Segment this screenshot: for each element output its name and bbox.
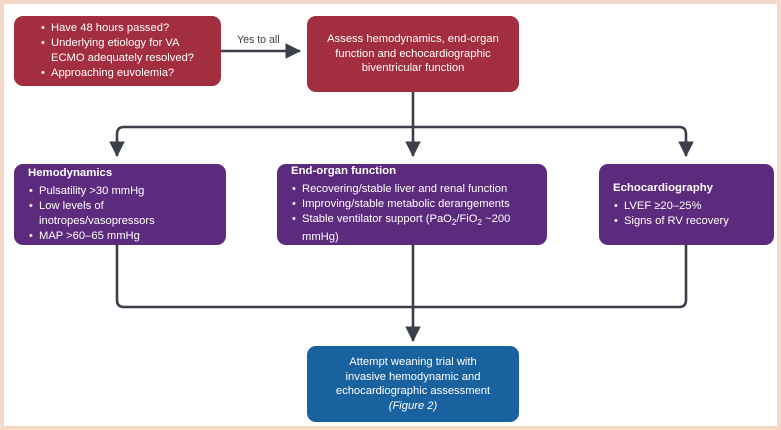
ventilator-suffix: ~200 mmHg) [302,212,511,244]
criteria-bullet-3: Approaching euvolemia? [40,66,211,81]
end-organ-function-bullet-list: Recovering/stable liver and renal functi… [291,182,533,245]
flowchart-canvas: Yes to all Have 48 hours passed? Underly… [4,4,777,426]
hemodynamics-bullet-3: MAP >60–65 mmHg [28,229,212,244]
ventilator-sub-2: 2 [477,218,482,228]
end-organ-bullet-2: Improving/stable metabolic derangements [291,197,533,212]
echocardiography-title: Echocardiography [613,181,714,194]
hemodynamics-bullet-list: Pulsatility >30 mmHg Low levels of inotr… [28,184,212,244]
weaning-trial-figure-reference: (Figure 2) [388,399,438,412]
echocardiography-bullet-1: LVEF ≥20–25% [613,199,760,214]
ventilator-mid: /FiO [456,212,478,225]
criteria-bullet-1: Have 48 hours passed? [40,21,211,36]
assess-box[interactable]: Assess hemodynamics, end-organ function … [307,16,519,92]
hemodynamics-bullet-2: Low levels of inotropes/vasopressors [28,199,212,229]
weaning-trial-line-1: Attempt weaning trial with [349,356,477,368]
weaning-trial-text: Attempt weaning trial with invasive hemo… [307,355,519,413]
ventilator-prefix: Stable ventilator support (PaO [302,212,452,225]
edge-hemodynamics-to-merge [115,245,413,309]
end-organ-function-box[interactable]: End-organ function Recovering/stable liv… [277,164,547,245]
criteria-bullet-2: Underlying etiology for VA ECMO adequate… [40,36,211,66]
edge-label-yes-to-all: Yes to all [237,34,280,46]
edge-split-bar-left [109,125,413,158]
weaning-trial-line-3: echocardiographic assessment [335,385,491,397]
echocardiography-bullet-2: Signs of RV recovery [613,214,760,229]
weaning-trial-box[interactable]: Attempt weaning trial with invasive hemo… [307,346,519,422]
echocardiography-bullet-list: LVEF ≥20–25% Signs of RV recovery [613,199,760,229]
ventilator-sub-1: 2 [451,218,457,228]
end-organ-bullet-1: Recovering/stable liver and renal functi… [291,182,533,197]
hemodynamics-title: Hemodynamics [28,166,113,179]
criteria-box[interactable]: Have 48 hours passed? Underlying etiolog… [14,16,221,86]
echocardiography-box[interactable]: Echocardiography LVEF ≥20–25% Signs of R… [599,164,774,245]
edge-echocardiography-to-merge [413,245,688,309]
criteria-bullet-list: Have 48 hours passed? Underlying etiolog… [14,21,221,81]
edge-split-bar-right [413,125,694,158]
weaning-trial-line-2: invasive hemodynamic and [345,370,481,383]
hemodynamics-box[interactable]: Hemodynamics Pulsatility >30 mmHg Low le… [14,164,226,245]
end-organ-bullet-3: Stable ventilator support (PaO2/FiO2 ~20… [291,212,533,245]
assess-box-text: Assess hemodynamics, end-organ function … [327,33,499,75]
hemodynamics-bullet-1: Pulsatility >30 mmHg [28,184,212,199]
end-organ-function-title: End-organ function [291,164,397,177]
